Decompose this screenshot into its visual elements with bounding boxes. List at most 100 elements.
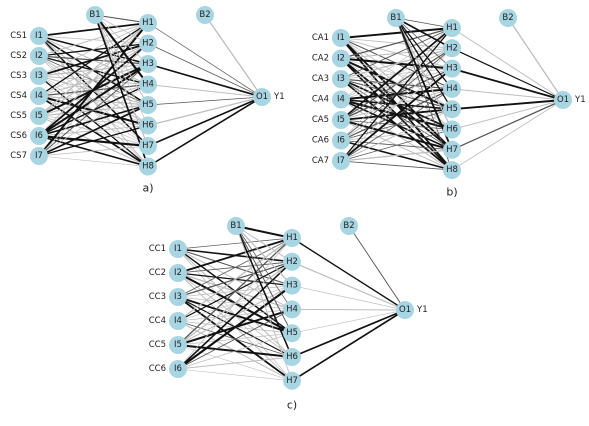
hidden-node-3-circle xyxy=(443,59,461,78)
edge-i7-h6 xyxy=(340,129,453,162)
hidden-node-1-label: H1 xyxy=(446,23,458,33)
edge-b1-h4 xyxy=(93,13,150,86)
hidden-node-8-circle xyxy=(139,157,157,176)
hidden-node-4-circle xyxy=(443,79,461,98)
hidden-node-2-label: H2 xyxy=(446,43,458,53)
hidden-node-5-label: H5 xyxy=(446,104,458,114)
input-node-1: I1 xyxy=(169,240,187,258)
output-node-label: O1 xyxy=(399,305,411,315)
input-node-1: I1 xyxy=(332,29,350,47)
edge-b1-h2 xyxy=(395,17,453,50)
bias-node-b1-circle xyxy=(86,6,104,24)
bias-node-b1: B1 xyxy=(86,6,104,24)
edge-i7-h5 xyxy=(340,108,453,162)
input-variable-label: CC4 xyxy=(149,316,166,326)
output-variable-label: Y1 xyxy=(574,95,586,105)
edge-i6-h6 xyxy=(177,356,293,370)
input-variable-label: CS3 xyxy=(10,71,27,81)
hidden-node-1-circle xyxy=(443,19,461,37)
edge-h2-o1 xyxy=(291,261,406,311)
input-node-3-label: I3 xyxy=(337,74,345,84)
hidden-node-2-circle xyxy=(139,34,157,53)
edge-b1-h6 xyxy=(94,14,149,126)
bias-node-b1-label: B1 xyxy=(89,10,100,20)
edge-i6-h5 xyxy=(177,332,293,370)
hidden-node-4-label: H4 xyxy=(142,80,154,90)
input-variable-label: CC5 xyxy=(149,340,166,350)
edge-i6-h3 xyxy=(176,284,294,371)
edge-h3-o1 xyxy=(451,67,564,101)
input-node-4-label: I4 xyxy=(35,91,43,101)
edge-i7-h3 xyxy=(38,63,149,157)
edge-i7-h7 xyxy=(340,149,453,162)
edge-h6-o1 xyxy=(291,309,406,358)
hidden-node-6-circle xyxy=(283,348,301,366)
input-node-5-label: I5 xyxy=(174,340,182,350)
hidden-node-3-label: H3 xyxy=(286,281,298,291)
input-node-5: I5 xyxy=(30,107,48,125)
input-node-7: I7 xyxy=(332,152,350,170)
input-node-3-circle xyxy=(169,288,187,306)
hidden-node-7-circle xyxy=(139,137,157,155)
input-node-4: I4 xyxy=(332,90,350,109)
hidden-node-6-label: H6 xyxy=(142,121,154,131)
connection-lines xyxy=(37,13,263,168)
bias-node-b1-label: B1 xyxy=(230,221,241,231)
input-node-6-label: I6 xyxy=(337,136,345,146)
edge-i4-h1 xyxy=(177,237,293,322)
bias-node-b2-circle xyxy=(340,217,358,235)
edge-b1-h1 xyxy=(234,224,294,240)
hidden-node-2: H2 xyxy=(139,34,157,53)
edge-h7-o1 xyxy=(147,96,263,147)
edge-b1-h7 xyxy=(395,17,453,151)
input-node-1-label: I1 xyxy=(174,244,182,254)
input-node-5-circle xyxy=(169,336,187,354)
bias-node-b2-circle xyxy=(499,9,517,27)
input-node-3-circle xyxy=(332,70,350,88)
input-node-2-label: I2 xyxy=(174,268,182,278)
hidden-node-3: H3 xyxy=(443,59,461,78)
input-node-5: I5 xyxy=(332,111,350,129)
input-variable-label: CA2 xyxy=(312,54,329,64)
input-variable-label: CS7 xyxy=(10,151,27,161)
hidden-node-5: H5 xyxy=(283,324,301,343)
input-node-2: I2 xyxy=(169,264,187,282)
input-variable-label: CS5 xyxy=(10,111,27,121)
edge-h1-o1 xyxy=(291,237,406,311)
edge-i2-h1 xyxy=(38,22,149,57)
edge-b2-o1 xyxy=(348,225,406,311)
hidden-node-3-circle xyxy=(139,55,157,73)
hidden-node-7-label: H7 xyxy=(446,145,458,155)
input-node-7-circle xyxy=(332,152,350,170)
edge-i1-h1 xyxy=(38,22,149,37)
hidden-node-7-label: H7 xyxy=(286,376,298,386)
input-variable-label: CA5 xyxy=(312,115,329,125)
edge-i6-h7 xyxy=(177,368,293,382)
output-node-label: O1 xyxy=(256,92,268,102)
output-node-circle xyxy=(554,91,572,109)
input-node-2-label: I2 xyxy=(35,51,43,61)
input-node-3-label: I3 xyxy=(35,71,43,81)
hidden-node-7-label: H7 xyxy=(142,141,154,151)
edge-i5-h1 xyxy=(177,237,293,346)
input-node-2: I2 xyxy=(332,49,350,68)
edge-h4-o1 xyxy=(147,83,263,98)
edge-h4-o1 xyxy=(291,308,406,311)
hidden-node-4: H4 xyxy=(139,75,157,94)
hidden-node-1-label: H1 xyxy=(286,233,298,243)
hidden-node-4: H4 xyxy=(443,79,461,98)
hidden-node-2-label: H2 xyxy=(286,257,298,267)
hidden-node-1: H1 xyxy=(443,19,461,37)
hidden-node-1-circle xyxy=(139,14,157,32)
edge-b1-h1 xyxy=(395,17,453,29)
input-node-5-label: I5 xyxy=(35,111,43,121)
input-variable-label: CS4 xyxy=(10,91,27,101)
hidden-node-6: H6 xyxy=(283,348,301,366)
edge-h3-o1 xyxy=(291,285,406,311)
input-node-6: I6 xyxy=(332,131,350,150)
hidden-node-5-circle xyxy=(283,324,301,343)
edge-b1-h5 xyxy=(395,17,453,110)
edge-i3-h1 xyxy=(177,237,293,298)
input-node-2-circle xyxy=(169,264,187,282)
